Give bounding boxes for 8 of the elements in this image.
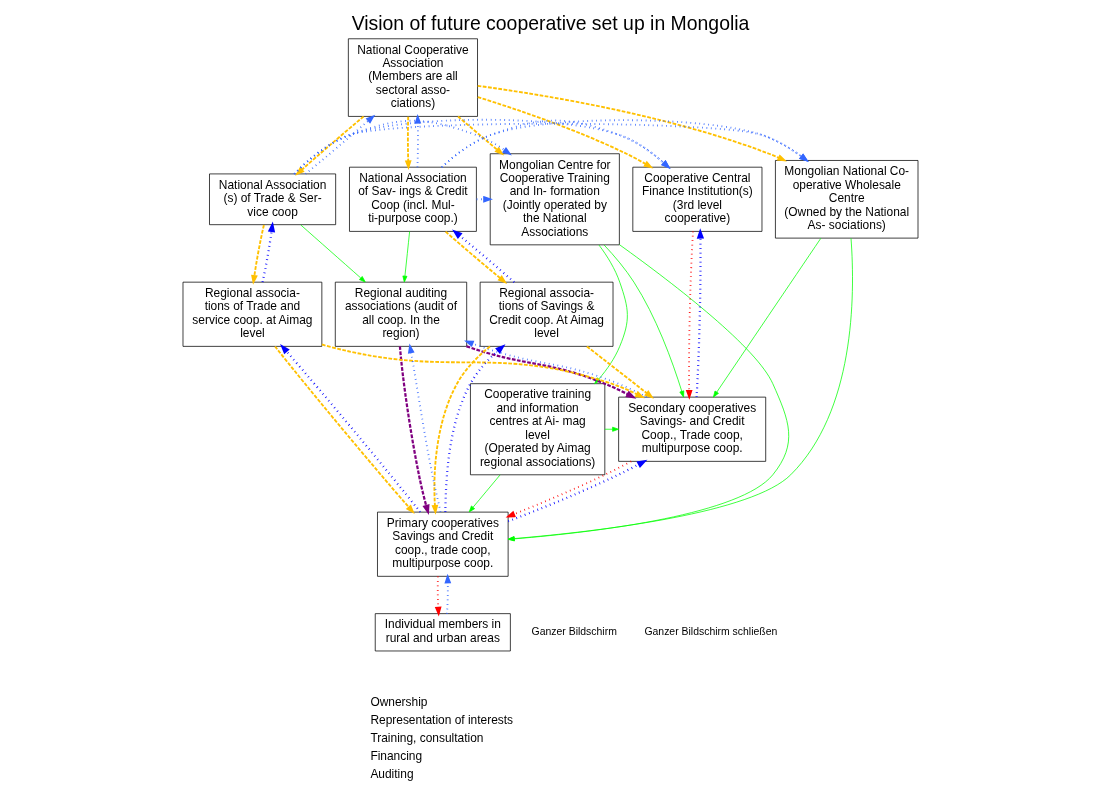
legend-label: Auditing [370,766,414,781]
label: Ganzer Bildschirm [531,626,617,638]
diagram-title: Vision of future cooperative set up in Mongolia [351,11,750,34]
legend-label: Ownership [370,695,428,710]
legend-label: Financing [370,748,423,763]
label: Ganzer Bildschirm schließen [644,626,778,638]
legend-label: Training, consultation [370,730,484,745]
legend-label: Representation of interests [370,713,514,727]
